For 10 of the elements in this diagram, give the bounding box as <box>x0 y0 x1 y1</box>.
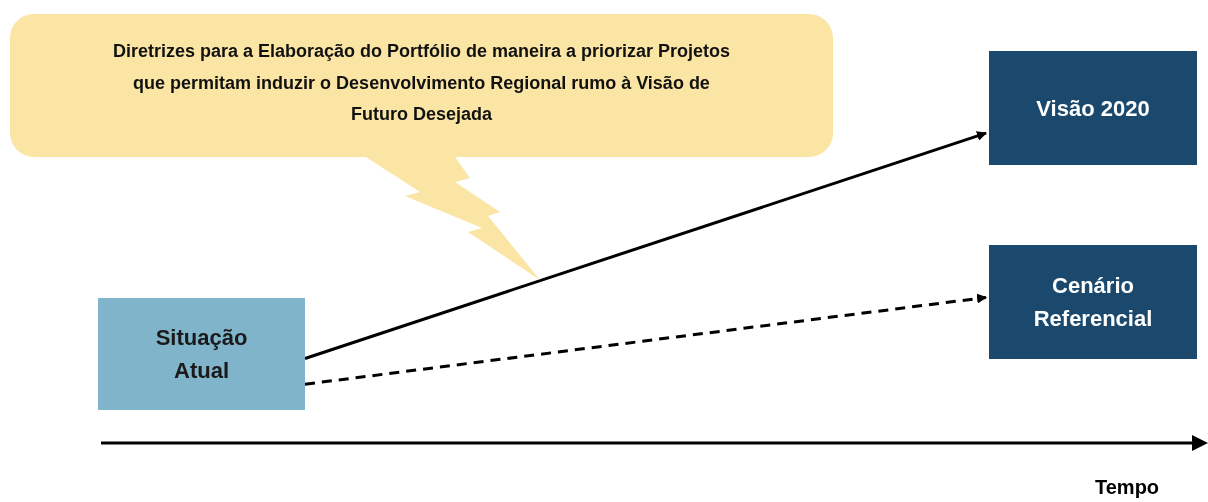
process-box <box>989 245 1197 359</box>
process-box <box>989 51 1197 165</box>
arrow <box>304 131 987 360</box>
box-label: Situação Atual <box>154 324 249 385</box>
axis-label: Tempo <box>1095 476 1160 499</box>
box-label: Diretrizes para a Elaboração do Portfólio de maneira a priorizar Projetos que permitam induzir o Desenvolvimento Regional rumo à Visão de Futuro Desejada <box>111 40 732 126</box>
box-label: Visão 2020 <box>1036 94 1150 123</box>
box-label: Cenário Referencial <box>1032 272 1154 333</box>
arrow <box>304 293 987 386</box>
process-box <box>98 298 305 410</box>
